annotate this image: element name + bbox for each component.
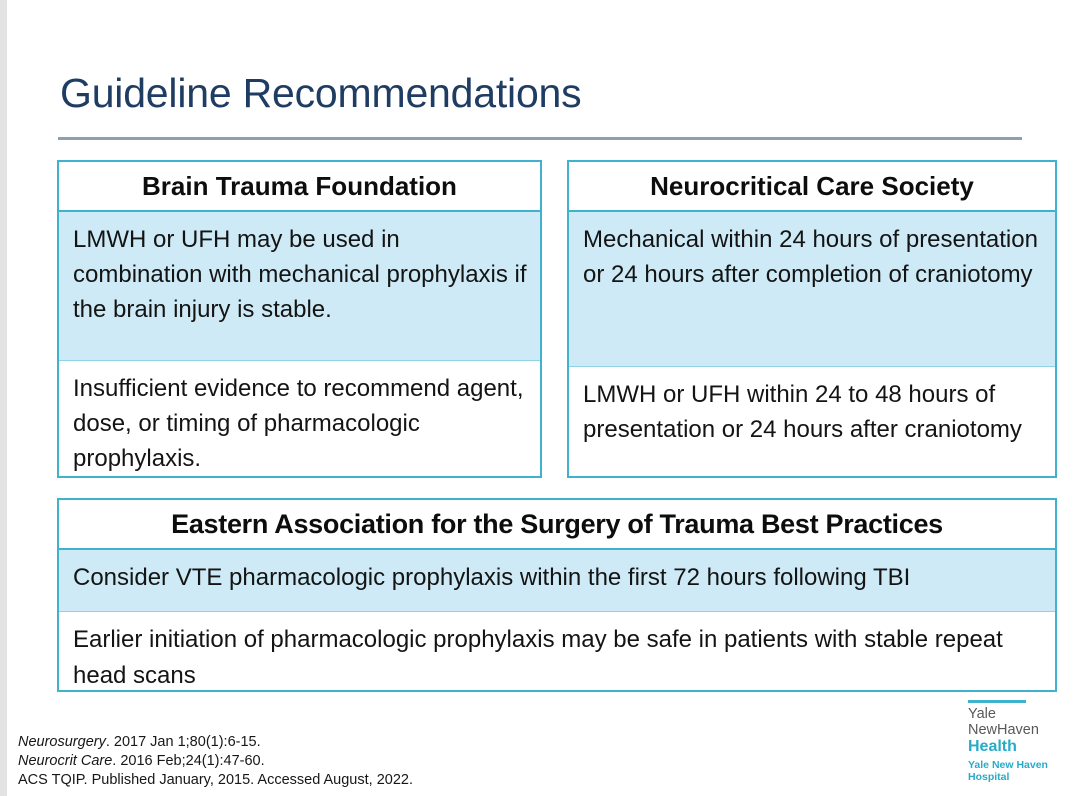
logo-sub-line-1: Yale New Haven xyxy=(968,759,1048,771)
table-header-eastern-association-surgery-trauma: Eastern Association for the Surgery of T… xyxy=(59,500,1055,550)
logo-rule-icon xyxy=(968,700,1026,703)
table-row: LMWH or UFH within 24 to 48 hours of pre… xyxy=(569,367,1055,476)
logo-line-newhaven: NewHaven xyxy=(968,722,1039,738)
logo-sub-line-2: Hospital xyxy=(968,771,1010,783)
citation-line: ACS TQIP. Published January, 2015. Acces… xyxy=(18,771,413,790)
table-row: Mechanical within 24 hours of presentati… xyxy=(569,212,1055,367)
title-divider xyxy=(58,137,1022,140)
citation-detail: . 2016 Feb;24(1):47-60. xyxy=(112,753,265,769)
citation-line: Neurocrit Care. 2016 Feb;24(1):47-60. xyxy=(18,752,413,771)
yale-new-haven-health-logo: Yale NewHaven Health Yale New Haven Hosp… xyxy=(968,700,1068,783)
table-row: Insufficient evidence to recommend agent… xyxy=(59,361,540,476)
logo-line-health: Health xyxy=(968,738,1017,755)
table-header-neurocritical-care-society: Neurocritical Care Society xyxy=(569,162,1055,212)
table-brain-trauma-foundation: Brain Trauma Foundation LMWH or UFH may … xyxy=(57,160,542,478)
citation-line: Neurosurgery. 2017 Jan 1;80(1):6-15. xyxy=(18,733,413,752)
left-edge-strip xyxy=(0,0,7,796)
table-row: Consider VTE pharmacologic prophylaxis w… xyxy=(59,550,1055,612)
table-header-brain-trauma-foundation: Brain Trauma Foundation xyxy=(59,162,540,212)
table-row: LMWH or UFH may be used in combination w… xyxy=(59,212,540,361)
logo-line-yale: Yale xyxy=(968,706,996,722)
citation-detail: . 2017 Jan 1;80(1):6-15. xyxy=(105,734,261,750)
citation-detail: ACS TQIP. Published January, 2015. Acces… xyxy=(18,772,413,788)
page-title: Guideline Recommendations xyxy=(60,70,582,116)
table-eastern-association-surgery-trauma: Eastern Association for the Surgery of T… xyxy=(57,498,1057,692)
citation-journal: Neurocrit Care xyxy=(18,753,113,769)
table-neurocritical-care-society: Neurocritical Care Society Mechanical wi… xyxy=(567,160,1057,478)
citations: Neurosurgery. 2017 Jan 1;80(1):6-15. Neu… xyxy=(18,733,413,790)
citation-journal: Neurosurgery xyxy=(18,734,106,750)
table-row: Earlier initiation of pharmacologic prop… xyxy=(59,612,1055,690)
